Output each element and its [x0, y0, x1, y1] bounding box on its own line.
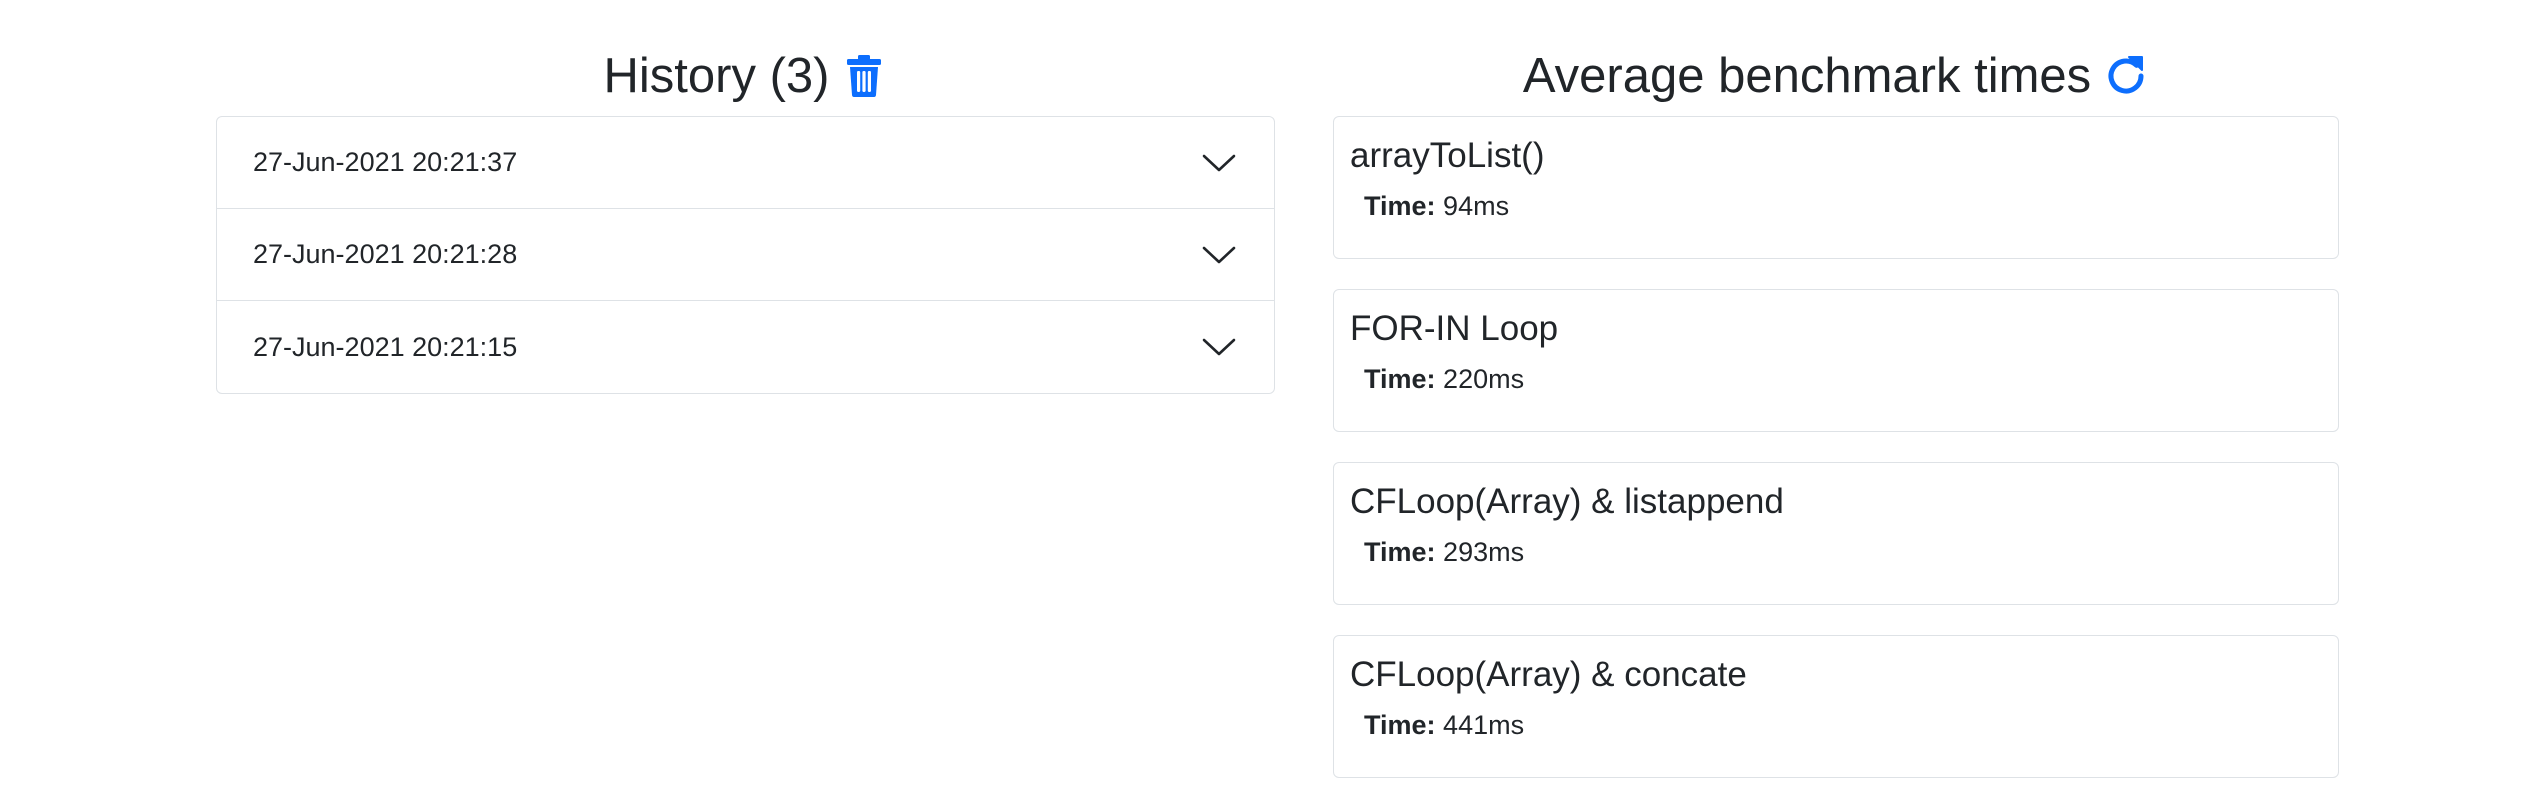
benchmark-name: CFLoop(Array) & listappend — [1350, 482, 1784, 521]
history-item-timestamp: 27-Jun-2021 20:21:28 — [253, 239, 518, 269]
history-item-timestamp: 27-Jun-2021 20:21:15 — [253, 331, 518, 362]
benchmark-card: FOR-IN Loop Time: 220ms — [1333, 289, 2339, 432]
history-item[interactable]: 27-Jun-2021 20:21:28 — [217, 209, 1274, 301]
benchmark-card: CFLoop(Array) & listappend Time: 293ms — [1333, 462, 2339, 605]
benchmark-time: Time: 94ms — [1350, 191, 2322, 222]
history-column: History (3) 27-Jun-2021 20:21:37 — [216, 0, 1275, 394]
benchmark-name: CFLoop(Array) & concate — [1350, 655, 1747, 694]
benchmark-card: arrayToList() Time: 94ms — [1333, 116, 2339, 259]
chevron-down-icon[interactable] — [1202, 337, 1236, 357]
time-label: Time: — [1364, 710, 1436, 740]
history-heading: History (3) — [216, 0, 1275, 116]
time-value: 220ms — [1443, 364, 1525, 394]
time-value: 293ms — [1443, 537, 1525, 567]
time-value: 441ms — [1443, 710, 1525, 740]
benchmark-time: Time: 220ms — [1350, 364, 2322, 395]
history-item-timestamp: 27-Jun-2021 20:21:37 — [253, 147, 518, 177]
time-label: Time: — [1364, 537, 1436, 567]
benchmark-card: CFLoop(Array) & concate Time: 441ms — [1333, 635, 2339, 778]
chevron-down-icon[interactable] — [1202, 153, 1236, 173]
chevron-down-icon[interactable] — [1202, 245, 1236, 265]
history-title: History (3) — [603, 48, 830, 103]
time-value: 94ms — [1443, 191, 1510, 221]
trash-icon[interactable] — [841, 51, 887, 101]
benchmark-time: Time: 441ms — [1350, 710, 2322, 741]
benchmarks-heading: Average benchmark times — [1333, 0, 2339, 116]
refresh-icon[interactable] — [2103, 51, 2149, 101]
time-label: Time: — [1364, 191, 1436, 221]
history-item[interactable]: 27-Jun-2021 20:21:37 — [217, 117, 1274, 209]
benchmarks-column: Average benchmark times arrayToList() Ti… — [1333, 0, 2339, 808]
benchmark-time: Time: 293ms — [1350, 537, 2322, 568]
history-accordion: 27-Jun-2021 20:21:37 27-Jun-2021 20:21:2… — [216, 116, 1275, 394]
benchmark-name: FOR-IN Loop — [1350, 309, 1559, 348]
benchmarks-title: Average benchmark times — [1522, 48, 2092, 103]
benchmark-name: arrayToList() — [1350, 136, 1545, 175]
time-label: Time: — [1364, 364, 1436, 394]
history-item[interactable]: 27-Jun-2021 20:21:15 — [217, 301, 1274, 393]
